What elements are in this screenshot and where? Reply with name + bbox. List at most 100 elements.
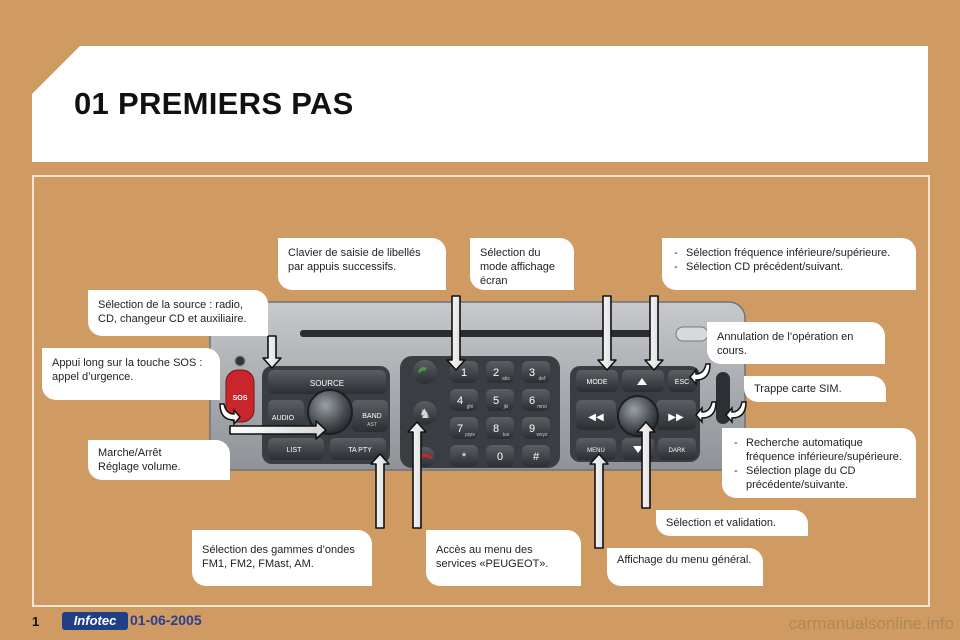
callout-source: Sélection de la source : radio, CD, chan… — [88, 290, 268, 336]
keypad-key-hash[interactable] — [522, 445, 550, 467]
callout-source-text: Sélection de la source : radio, CD, chan… — [98, 299, 247, 325]
keypad-key-3[interactable] — [522, 361, 550, 383]
callout-services-text: Accès au menu des services «PEUGEOT». — [436, 544, 549, 570]
curved-pointer-search — [695, 401, 717, 425]
menu-label: MENU — [587, 448, 605, 454]
callout-power-line-1: Marche/Arrêt — [98, 447, 162, 459]
callout-display-mode: Sélection du mode affichage écran — [470, 238, 574, 290]
pointer-arrow-up — [644, 295, 664, 371]
up-arrow-icon — [637, 378, 647, 385]
page-title: 01 PREMIERS PAS — [74, 86, 354, 121]
callout-search: Recherche automatique fréquence inférieu… — [722, 428, 916, 498]
peugeot-lion-icon: ♞ — [419, 407, 431, 422]
watermark: carmanualsonline.info — [788, 614, 954, 633]
audio-button — [268, 400, 304, 432]
keypad-key-number: 2 — [493, 367, 499, 379]
callout-validate-text: Sélection et validation. — [666, 517, 777, 529]
keypad-key-number: 0 — [497, 451, 503, 463]
ta-pty-label: TA PTY — [348, 447, 372, 454]
pointer-arrow-menu — [589, 453, 609, 549]
forward-button — [656, 400, 696, 430]
callout-sim: Trappe carte SIM. — [744, 376, 886, 402]
callout-frequency-line-2: Sélection CD précédent/suivant. — [672, 260, 906, 274]
keypad-key-letters: def — [539, 376, 547, 382]
pointer-arrow-validate — [636, 421, 656, 509]
keypad-key-5[interactable] — [486, 389, 514, 411]
keypad-key-letters: wxyz — [536, 432, 548, 438]
callout-keypad: Clavier de saisie de libellés par appuis… — [278, 238, 446, 290]
callout-bands-text: Sélection des gammes d’ondes FM1, FM2, F… — [202, 544, 355, 570]
keypad-key-letters: jkl — [503, 404, 509, 410]
callout-keypad-text: Clavier de saisie de libellés par appuis… — [288, 247, 421, 273]
keypad-key-letters: abc — [502, 376, 511, 382]
keypad-key-2[interactable] — [486, 361, 514, 383]
cd-slot — [300, 330, 655, 337]
esc-button — [668, 370, 696, 392]
callout-power-line-2: Réglage volume. — [98, 461, 181, 473]
keypad-key-4[interactable] — [450, 389, 478, 411]
band-button — [352, 400, 388, 432]
rewind-icon: ◀◀ — [588, 412, 604, 423]
dark-button — [658, 438, 696, 460]
sos-button — [225, 369, 255, 423]
callout-bands: Sélection des gammes d’ondes FM1, FM2, F… — [192, 530, 372, 586]
rewind-button — [576, 400, 616, 430]
keypad-key-9[interactable] — [522, 417, 550, 439]
keypad-key-letters: tuv — [503, 432, 510, 438]
source-label: SOURCE — [310, 379, 344, 388]
footer-date: 01-06-2005 — [130, 612, 202, 628]
microphone-icon — [234, 355, 246, 367]
keypad-key-number: 3 — [529, 367, 535, 379]
keypad-key-letters: mno — [537, 404, 547, 410]
pointer-arrow-services — [407, 421, 427, 529]
band-label: BAND — [362, 413, 381, 420]
down-arrow-icon — [633, 446, 643, 453]
sim-card-slot — [716, 372, 730, 424]
callout-frequency: Sélection fréquence inférieure/supérieur… — [662, 238, 916, 290]
callout-services: Accès au menu des services «PEUGEOT». — [426, 530, 581, 586]
keypad-key-number: 5 — [493, 395, 499, 407]
keypad-key-7[interactable] — [450, 417, 478, 439]
keypad-key-star[interactable] — [450, 445, 478, 467]
callout-power: Marche/Arrêt Réglage volume. — [88, 440, 230, 480]
keypad-key-number: 6 — [529, 395, 535, 407]
keypad-key-number: 1 — [461, 367, 467, 379]
audio-label: AUDIO — [272, 415, 295, 422]
callout-sim-text: Trappe carte SIM. — [754, 383, 842, 395]
curved-pointer-sim — [725, 401, 747, 425]
callout-sos-text: Appui long sur la touche SOS : appel d’u… — [52, 357, 203, 383]
keypad-panel — [400, 356, 560, 468]
mode-label: MODE — [587, 379, 608, 386]
pointer-arrow-source — [262, 335, 282, 369]
keypad-key-number: 4 — [457, 395, 463, 407]
page-number: 1 — [32, 614, 40, 629]
callout-main-menu-text: Affichage du menu général. — [617, 554, 752, 566]
header-panel — [32, 46, 928, 162]
infotec-logo: Infotec — [62, 612, 128, 630]
mode-button — [576, 370, 618, 392]
keypad-key-letters: ghi — [467, 404, 474, 410]
sos-label: SOS — [233, 395, 248, 402]
keypad-key-number: 8 — [493, 423, 499, 435]
keypad-key-8[interactable] — [486, 417, 514, 439]
call-button — [413, 360, 437, 384]
keypad-key-6[interactable] — [522, 389, 550, 411]
pointer-arrow-keypad — [446, 295, 466, 371]
phone-pickup-icon — [418, 367, 427, 373]
curved-pointer-cancel — [689, 363, 711, 387]
esc-label: ESC — [675, 379, 689, 386]
cd-eject — [675, 326, 709, 342]
callout-cancel: Annulation de l’opération en cours. — [707, 322, 885, 364]
dark-label: DARK — [669, 448, 686, 454]
keypad-key-0[interactable] — [486, 445, 514, 467]
callout-search-line-2: Sélection plage du CD précédente/suivant… — [732, 464, 906, 492]
forward-icon: ▶▶ — [668, 412, 684, 423]
ta-pty-button — [330, 438, 386, 460]
band-sub-label: AST — [367, 422, 377, 428]
callout-cancel-text: Annulation de l’opération en cours. — [717, 331, 854, 357]
callout-validate: Sélection et validation. — [656, 510, 808, 536]
list-label: LIST — [287, 447, 303, 454]
keypad-key-number: # — [533, 451, 540, 463]
